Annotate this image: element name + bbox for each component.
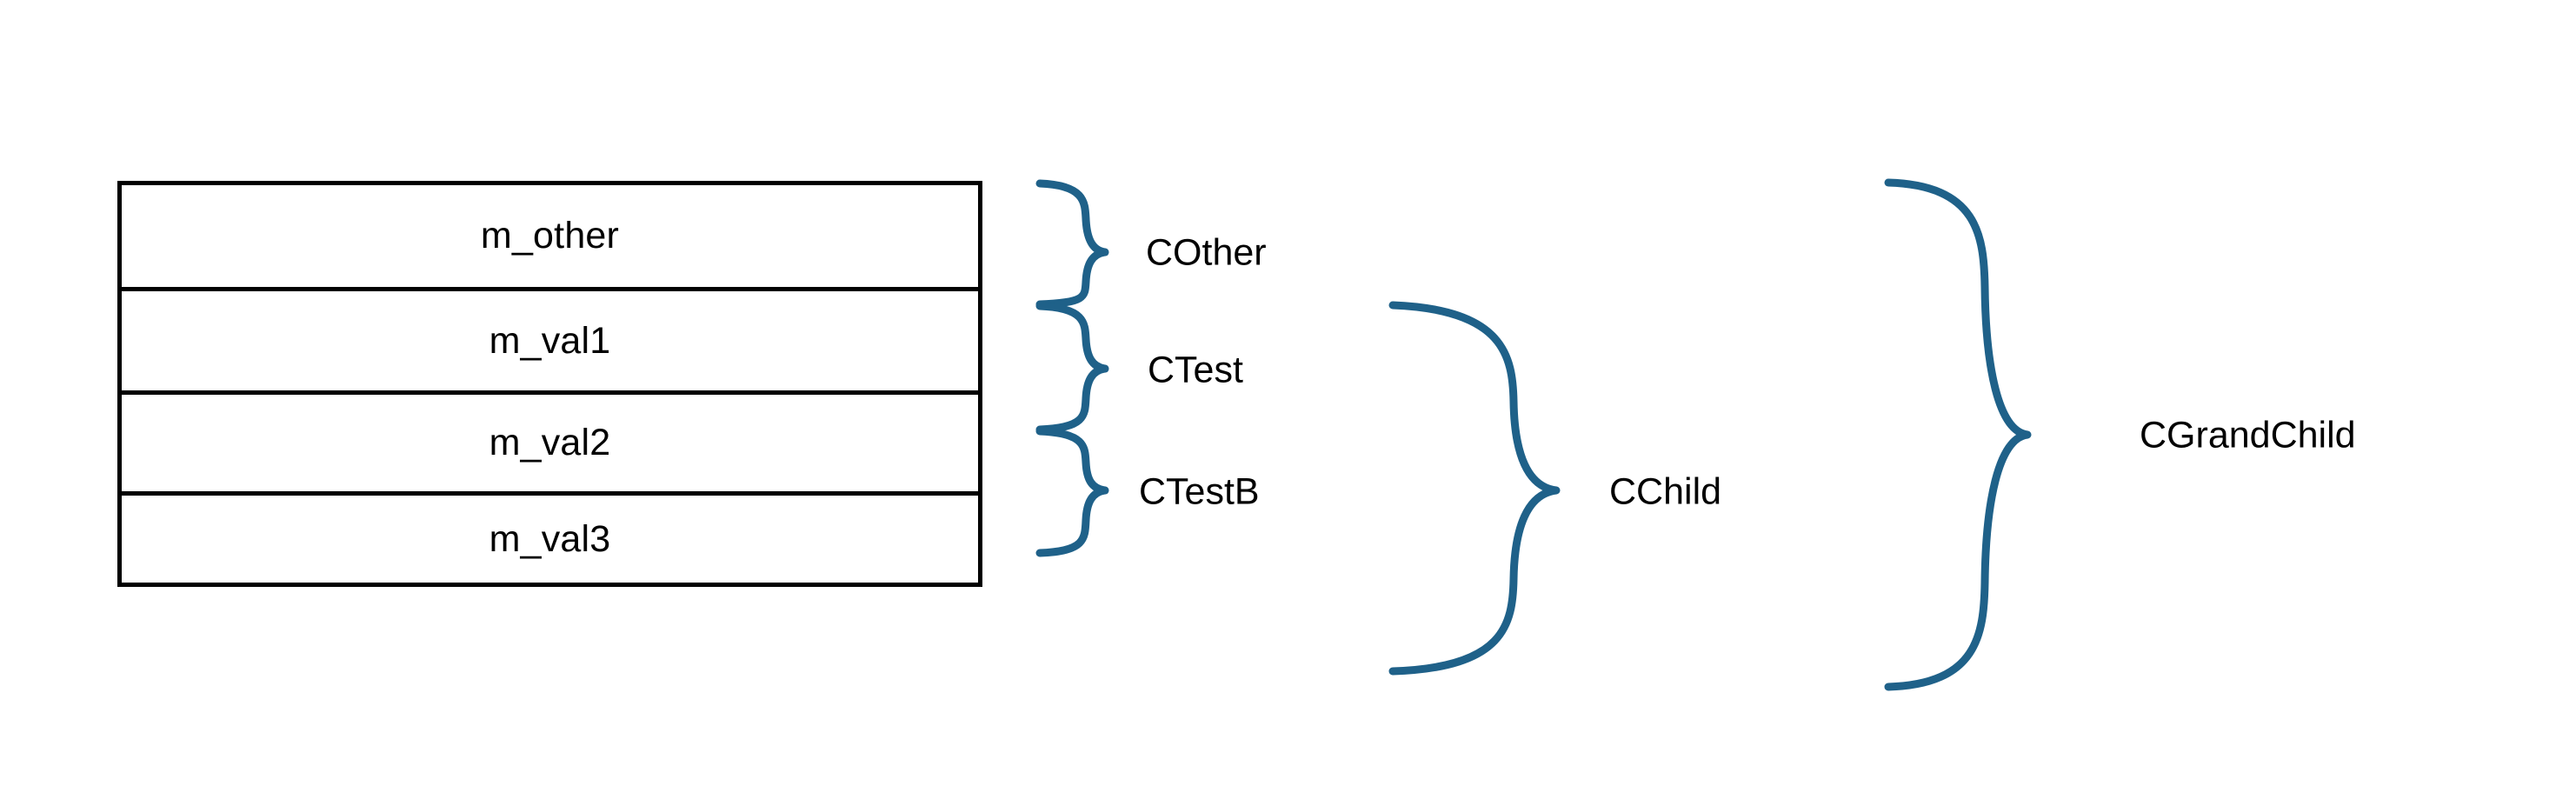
brace-ctestb xyxy=(1035,427,1109,557)
memory-slot-row: m_val1 xyxy=(122,291,978,395)
memory-slot-row: m_val3 xyxy=(122,496,978,583)
memory-slot-row: m_val2 xyxy=(122,395,978,496)
group-label-ctest: CTest xyxy=(1148,349,1243,391)
memory-slot-label: m_val3 xyxy=(489,517,611,560)
brace-ctest xyxy=(1035,302,1109,434)
group-label-ctestb: CTestB xyxy=(1139,470,1260,513)
group-label-cgrandchild: CGrandChild xyxy=(2140,414,2356,456)
memory-slot-label: m_val2 xyxy=(489,422,611,463)
object-memory-layout: m_other m_val1 m_val2 m_val3 xyxy=(117,181,982,587)
brace-cchild xyxy=(1388,301,1561,676)
brace-cgrandchild xyxy=(1884,178,2032,691)
group-label-cchild: CChild xyxy=(1609,470,1722,513)
memory-slot-row: m_other xyxy=(122,185,978,291)
memory-slot-label: m_val1 xyxy=(489,319,611,362)
brace-cother xyxy=(1035,179,1109,309)
memory-slot-label: m_other xyxy=(480,215,620,256)
group-label-cother: COther xyxy=(1146,231,1267,274)
